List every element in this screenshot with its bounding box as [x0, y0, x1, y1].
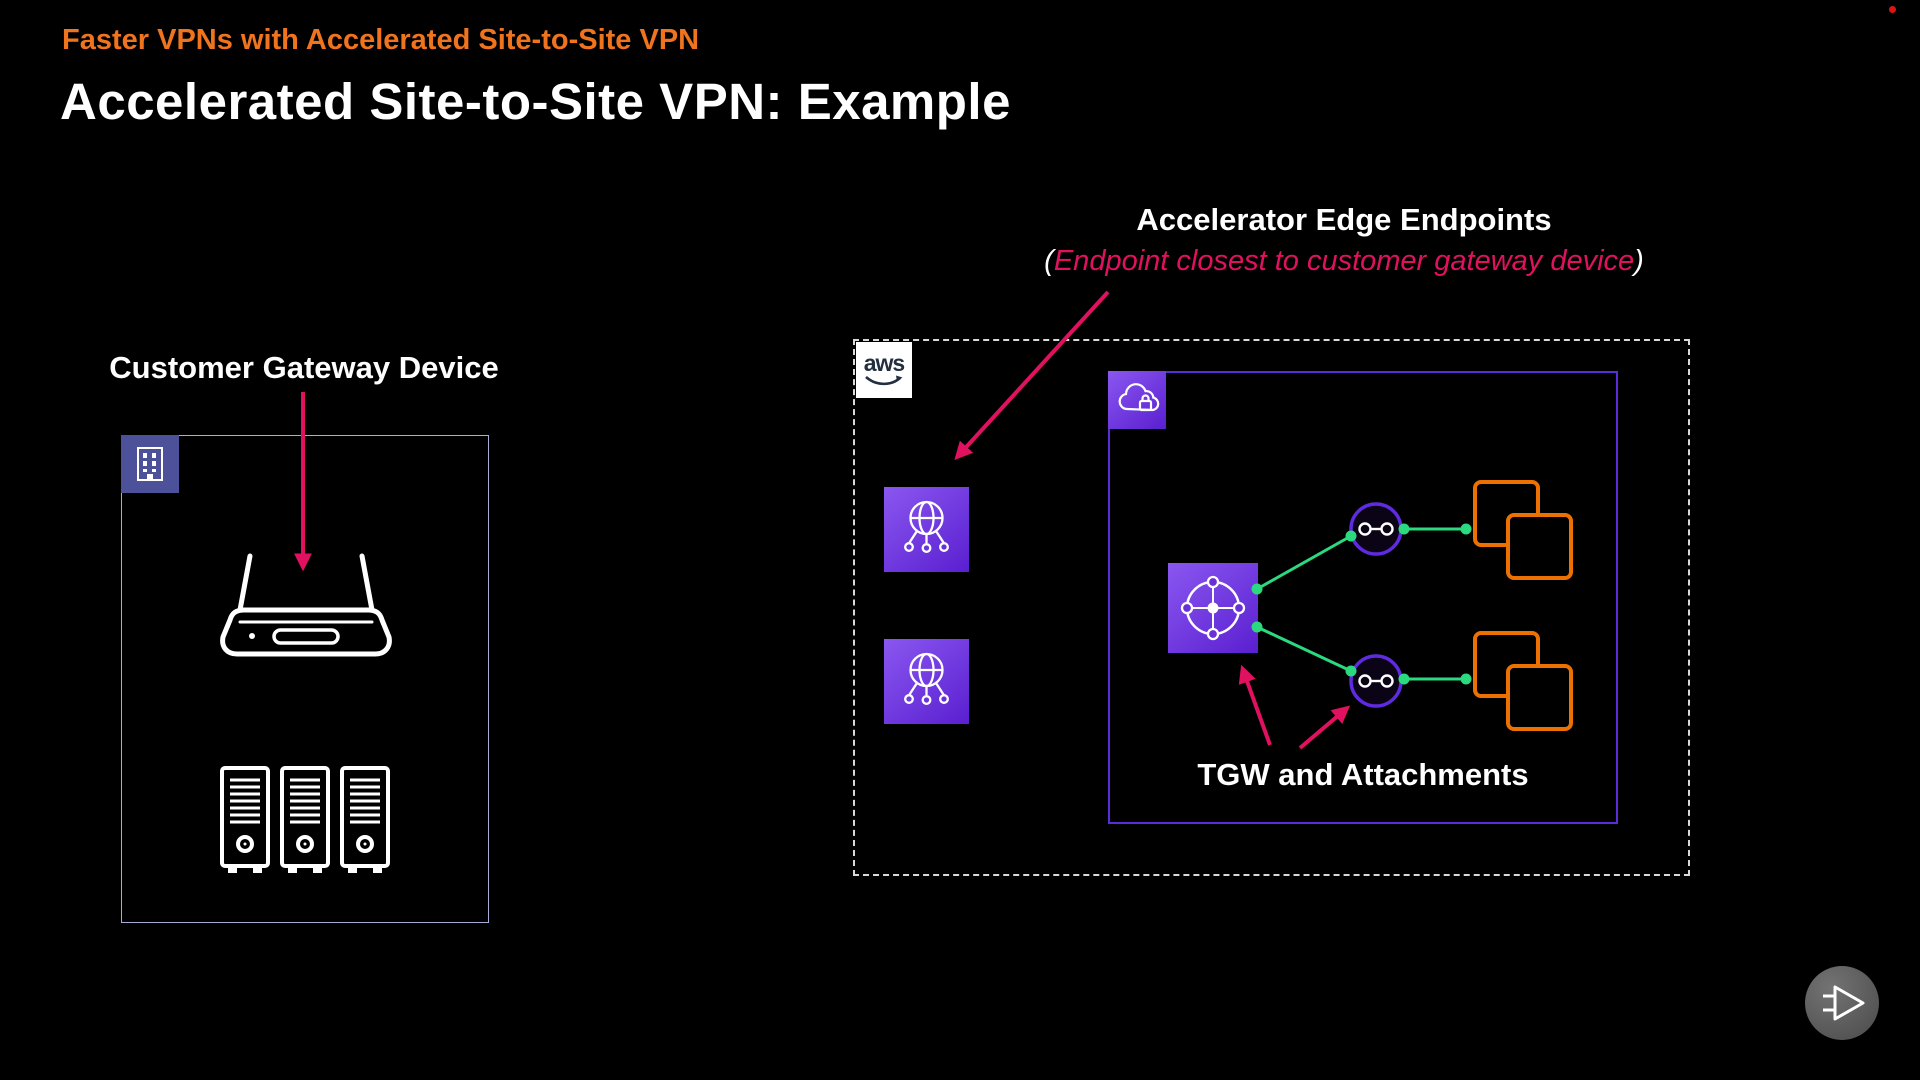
vpc-square-front — [1506, 664, 1573, 731]
vpc-square-front — [1506, 513, 1573, 580]
tgw-hub-icon — [1180, 575, 1246, 641]
page-title: Accelerated Site-to-Site VPN: Example — [60, 73, 1011, 130]
global-accelerator-endpoint-icon-2 — [884, 639, 969, 724]
vpc-cloud-icon — [1108, 371, 1166, 429]
site-to-site-vpn-icon — [1349, 502, 1403, 556]
corporate-datacenter-icon — [121, 435, 179, 493]
attached-vpcs-icon-2 — [1473, 631, 1575, 733]
transit-gateway-icon — [1168, 563, 1258, 653]
paren-open: ( — [1044, 245, 1054, 277]
kicker: Faster VPNs with Accelerated Site-to-Sit… — [62, 24, 700, 56]
vpn-attachment-icon-1 — [1348, 501, 1404, 557]
aws-smile-icon — [865, 375, 903, 385]
servers-icon — [220, 766, 390, 878]
globe-network-icon — [904, 652, 949, 705]
customer-site-box — [121, 435, 489, 923]
vpn-attachment-icon-2 — [1348, 653, 1404, 709]
cloud-lock-icon — [1118, 383, 1160, 412]
accelerator-heading-text: Accelerator Edge Endpoints — [1136, 202, 1552, 237]
paren-close: ) — [1634, 245, 1644, 277]
accelerator-subheading: (Endpoint closest to customer gateway de… — [954, 245, 1734, 278]
building-icon — [137, 447, 163, 481]
aws-logo-text: aws — [863, 349, 905, 376]
vpc-box: TGW and Attachments — [1108, 371, 1618, 824]
pluralsight-logo[interactable] — [1805, 966, 1879, 1040]
globe-network-icon — [904, 500, 949, 553]
accelerator-heading: Accelerator Edge Endpoints (Endpoint clo… — [954, 202, 1734, 278]
recording-dot — [1889, 6, 1896, 13]
router-icon — [210, 548, 402, 670]
customer-gateway-label: Customer Gateway Device — [109, 350, 499, 385]
attached-vpcs-icon-1 — [1473, 480, 1575, 582]
aws-logo: aws — [856, 342, 912, 398]
accelerator-subheading-text: Endpoint closest to customer gateway dev… — [1053, 245, 1635, 277]
site-to-site-vpn-icon — [1349, 654, 1403, 708]
play-logo-icon — [1823, 985, 1865, 1021]
global-accelerator-endpoint-icon-1 — [884, 487, 969, 572]
aws-cloud-box: aws — [853, 339, 1690, 876]
tgw-attachments-label: TGW and Attachments — [1197, 757, 1529, 792]
